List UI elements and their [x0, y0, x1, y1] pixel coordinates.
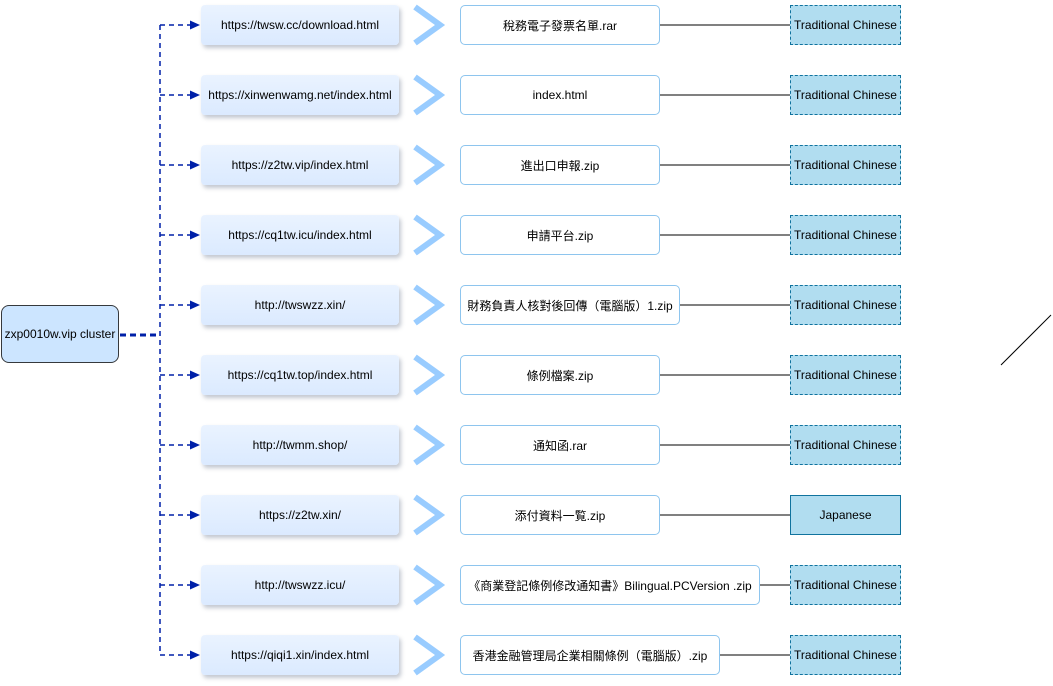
arrowhead — [190, 440, 200, 450]
arrowhead — [190, 580, 200, 590]
chevron-right-icon — [413, 494, 446, 536]
url-node[interactable]: https://xinwenwamg.net/index.html — [201, 75, 399, 115]
arrowhead — [190, 230, 200, 240]
chevron-right-icon — [413, 284, 446, 326]
chevron-right-icon — [413, 144, 446, 186]
chevron-right-icon — [413, 424, 446, 466]
chevron-right-icon — [413, 354, 446, 396]
arrowhead — [190, 300, 200, 310]
file-node[interactable]: index.html — [460, 75, 660, 115]
file-node[interactable]: 稅務電子發票名單.rar — [460, 5, 660, 45]
url-node[interactable]: https://twsw.cc/download.html — [201, 5, 399, 45]
url-node[interactable]: http://twswzz.icu/ — [201, 565, 399, 605]
arrowhead — [190, 20, 200, 30]
language-node[interactable]: Traditional Chinese — [790, 75, 901, 115]
file-node[interactable]: 《商業登記條例修改通知書》Bilingual.PCVersion .zip — [460, 565, 760, 605]
stray-line — [1000, 314, 1052, 366]
file-node[interactable]: 條例檔案.zip — [460, 355, 660, 395]
file-node[interactable]: 香港金融管理局企業相關條例（電腦版）.zip — [460, 635, 720, 675]
language-node[interactable]: Japanese — [790, 495, 901, 535]
file-node[interactable]: 進出口申報.zip — [460, 145, 660, 185]
file-node[interactable]: 財務負責人核對後回傳（電腦版）1.zip — [460, 285, 680, 325]
arrowhead — [190, 510, 200, 520]
chevron-right-icon — [413, 214, 446, 256]
chevron-right-icon — [413, 4, 446, 46]
file-node[interactable]: 添付資料一覧.zip — [460, 495, 660, 535]
arrowhead — [190, 650, 200, 660]
language-node[interactable]: Traditional Chinese — [790, 565, 901, 605]
language-node[interactable]: Traditional Chinese — [790, 635, 901, 675]
url-node[interactable]: https://z2tw.vip/index.html — [201, 145, 399, 185]
url-node[interactable]: https://cq1tw.top/index.html — [201, 355, 399, 395]
language-node[interactable]: Traditional Chinese — [790, 425, 901, 465]
file-node[interactable]: 通知函.rar — [460, 425, 660, 465]
url-node[interactable]: https://cq1tw.icu/index.html — [201, 215, 399, 255]
url-node[interactable]: https://qiqi1.xin/index.html — [201, 635, 399, 675]
language-node[interactable]: Traditional Chinese — [790, 215, 901, 255]
language-node[interactable]: Traditional Chinese — [790, 285, 901, 325]
arrowhead — [190, 90, 200, 100]
chevron-right-icon — [413, 74, 446, 116]
arrowhead — [190, 370, 200, 380]
language-node[interactable]: Traditional Chinese — [790, 5, 901, 45]
language-node[interactable]: Traditional Chinese — [790, 145, 901, 185]
url-node[interactable]: http://twswzz.xin/ — [201, 285, 399, 325]
url-node[interactable]: http://twmm.shop/ — [201, 425, 399, 465]
file-node[interactable]: 申請平台.zip — [460, 215, 660, 255]
url-node[interactable]: https://z2tw.xin/ — [201, 495, 399, 535]
language-node[interactable]: Traditional Chinese — [790, 355, 901, 395]
chevron-right-icon — [413, 634, 446, 676]
root-cluster-node[interactable]: zxp0010w.vip cluster — [1, 305, 119, 363]
chevron-right-icon — [413, 564, 446, 606]
arrowhead — [190, 160, 200, 170]
